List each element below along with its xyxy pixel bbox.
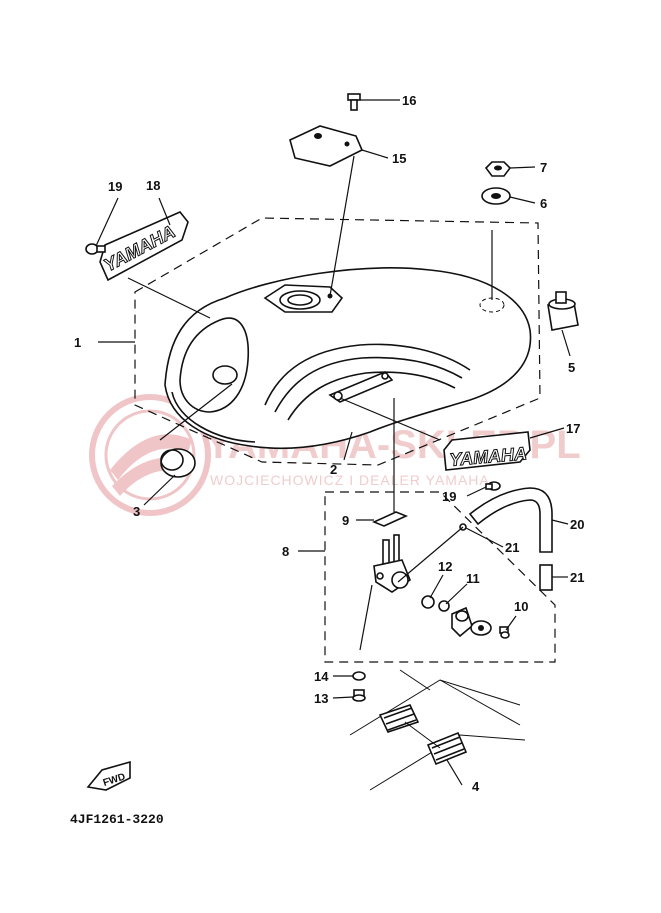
washer-part-6 — [481, 187, 511, 205]
callout-17: 17 — [566, 421, 580, 436]
forward-direction-marker: FWD — [86, 760, 131, 791]
callout-19-lower: 19 — [442, 489, 456, 504]
callout-19-upper: 19 — [108, 179, 122, 194]
screw-part-19-lower — [485, 481, 501, 491]
callout-21-upper: 21 — [505, 540, 519, 555]
cover-part-15 — [289, 125, 364, 167]
drawing-code: 4JF1261-3220 — [70, 812, 164, 827]
washer-part-14 — [352, 671, 366, 681]
screw-part-13 — [352, 689, 366, 702]
callout-12: 12 — [438, 559, 452, 574]
callout-3: 3 — [133, 504, 140, 519]
callout-11: 11 — [466, 571, 480, 586]
callout-20: 20 — [570, 517, 584, 532]
tank-assembly-outline — [134, 217, 541, 466]
callout-7: 7 — [540, 160, 547, 175]
screw-part-19-upper — [85, 243, 106, 255]
callout-6: 6 — [540, 196, 547, 211]
washer-part-12 — [421, 595, 435, 609]
callout-15: 15 — [392, 151, 406, 166]
callout-4: 4 — [472, 779, 480, 794]
callout-14: 14 — [314, 669, 329, 684]
hose-clip-part-21-lower — [539, 564, 553, 591]
petcock-lever — [451, 606, 473, 638]
frame-and-dampers-part-4 — [349, 669, 526, 791]
nut-part-7 — [484, 161, 512, 177]
screw-part-16 — [347, 93, 361, 111]
emblem-part-17: YAMAHA — [443, 431, 531, 471]
callout-9: 9 — [342, 513, 349, 528]
callout-21-lower: 21 — [570, 570, 584, 585]
callout-labels: 1 2 3 4 5 6 7 8 9 10 11 12 13 14 15 16 1… — [74, 93, 584, 794]
grommet-part-5 — [547, 291, 579, 331]
cap-cover-part-3 — [160, 448, 196, 478]
petcock-assembly-outline — [324, 491, 556, 663]
fuel-hose-part-20 — [468, 487, 553, 553]
callout-13: 13 — [314, 691, 328, 706]
leader-lines — [95, 99, 571, 786]
emblem-part-18: YAMAHA — [99, 211, 189, 282]
callout-8: 8 — [282, 544, 289, 559]
callout-2: 2 — [330, 462, 337, 477]
watermark-subtitle: WOJCIECHOWICZ I DEALER YAMAHA — [210, 472, 490, 488]
callout-18: 18 — [146, 178, 160, 193]
callout-16: 16 — [402, 93, 416, 108]
callout-5: 5 — [568, 360, 575, 375]
fuel-tank — [164, 267, 532, 450]
callout-10: 10 — [514, 599, 528, 614]
o-ring-part-9 — [371, 511, 409, 527]
callout-1: 1 — [74, 335, 81, 350]
petcock-plate — [470, 620, 492, 636]
petcock-body — [373, 534, 411, 593]
screw-part-10 — [499, 626, 510, 639]
